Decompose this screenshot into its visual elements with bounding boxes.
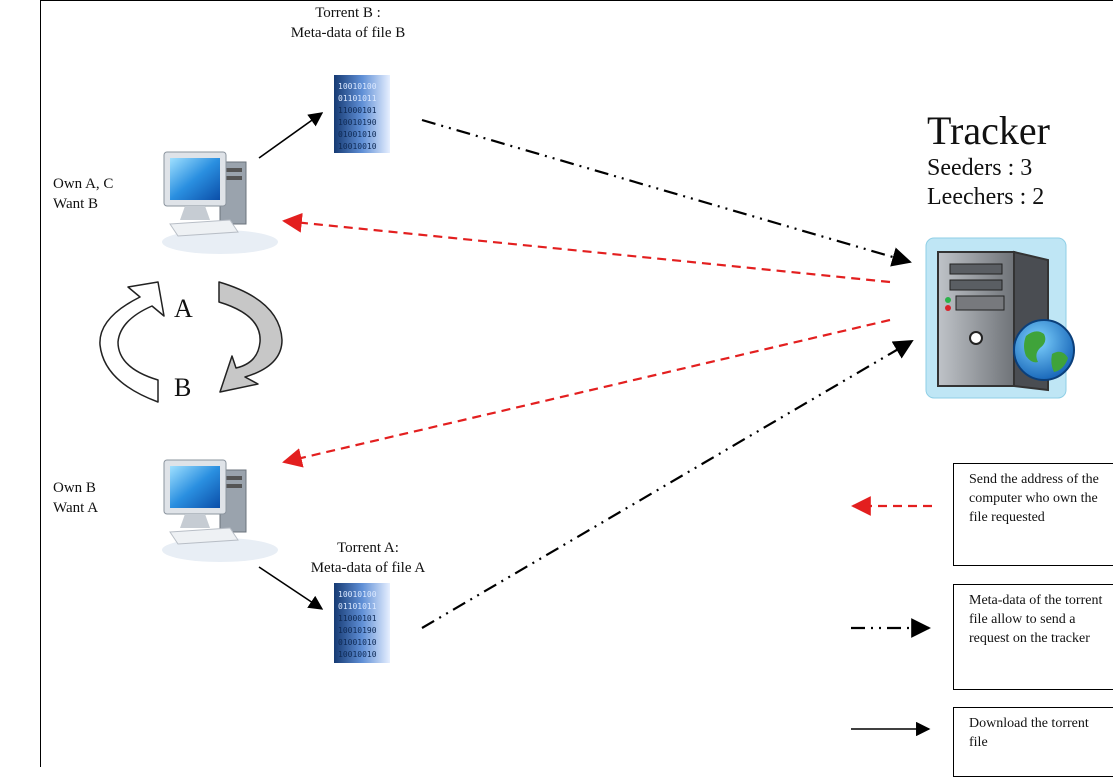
download-arrow-to-torrent-a [258,566,324,610]
svg-text:10010010: 10010010 [338,142,377,151]
legend-download-text: Download the torrent file [969,716,1089,750]
metadata-arrow-torrent-a-to-tracker [421,339,914,629]
binary-file-icon: 10010100 01101011 11000101 10010190 0100… [334,583,390,663]
exchange-letter-b: B [174,373,192,402]
tracker-leechers: Leechers : 2 [927,184,1045,210]
binary-file-icon: 10010100 01101011 11000101 10010190 0100… [334,75,390,153]
computer-icon [162,151,278,254]
torrent-b-label: Torrent B : Meta-data of file B [268,3,428,43]
peer-top-owns: Own A, C [53,176,114,192]
tracker-seeders: Seeders : 3 [927,155,1033,181]
diagram-frame [40,0,1113,767]
peer-bottom-wants: Want A [53,500,99,516]
legend-box-metadata: Meta-data of the torrent file allow to s… [953,584,1113,690]
tracker-label: Tracker Seeders : 3 Leechers : 2 [927,108,1050,212]
legend-send-address-text: Send the address of the computer who own… [969,472,1099,525]
svg-text:01001010: 01001010 [338,130,377,139]
peer-bottom-owns: Own B [53,480,96,496]
tracker-title: Tracker [927,108,1050,153]
svg-text:01101011: 01101011 [338,602,377,611]
legend-box-send-address: Send the address of the computer who own… [953,463,1113,566]
svg-text:01001010: 01001010 [338,638,377,647]
svg-text:10010100: 10010100 [338,82,377,91]
legend-metadata-text: Meta-data of the torrent file allow to s… [969,593,1103,646]
torrent-a-title: Torrent A: [337,540,399,556]
exchange-letter-a: A [174,294,193,323]
svg-text:10010190: 10010190 [338,118,377,127]
svg-text:11000101: 11000101 [338,106,377,115]
peer-bottom-label: Own B Want A [53,478,98,518]
svg-text:10010010: 10010010 [338,650,377,659]
metadata-arrow-torrent-b-to-tracker [421,118,912,267]
torrent-b-title: Torrent B : [315,5,381,21]
address-arrow-tracker-to-bottom-computer [282,318,891,468]
peer-top-label: Own A, C Want B [53,174,113,214]
address-arrow-tracker-to-top-computer [282,212,891,284]
svg-text:10010100: 10010100 [338,590,377,599]
peer-top-wants: Want B [53,196,99,212]
svg-text:10010190: 10010190 [338,626,377,635]
cycle-arrows-icon [99,281,283,403]
computer-icon [162,459,278,562]
torrent-b-subtitle: Meta-data of file B [290,25,406,41]
svg-text:11000101: 11000101 [338,614,377,623]
torrent-a-subtitle: Meta-data of file A [310,560,426,576]
download-arrow-to-torrent-b [258,112,324,159]
torrent-a-label: Torrent A: Meta-data of file A [288,538,448,578]
globe-icon [1013,319,1075,381]
svg-text:01101011: 01101011 [338,94,377,103]
